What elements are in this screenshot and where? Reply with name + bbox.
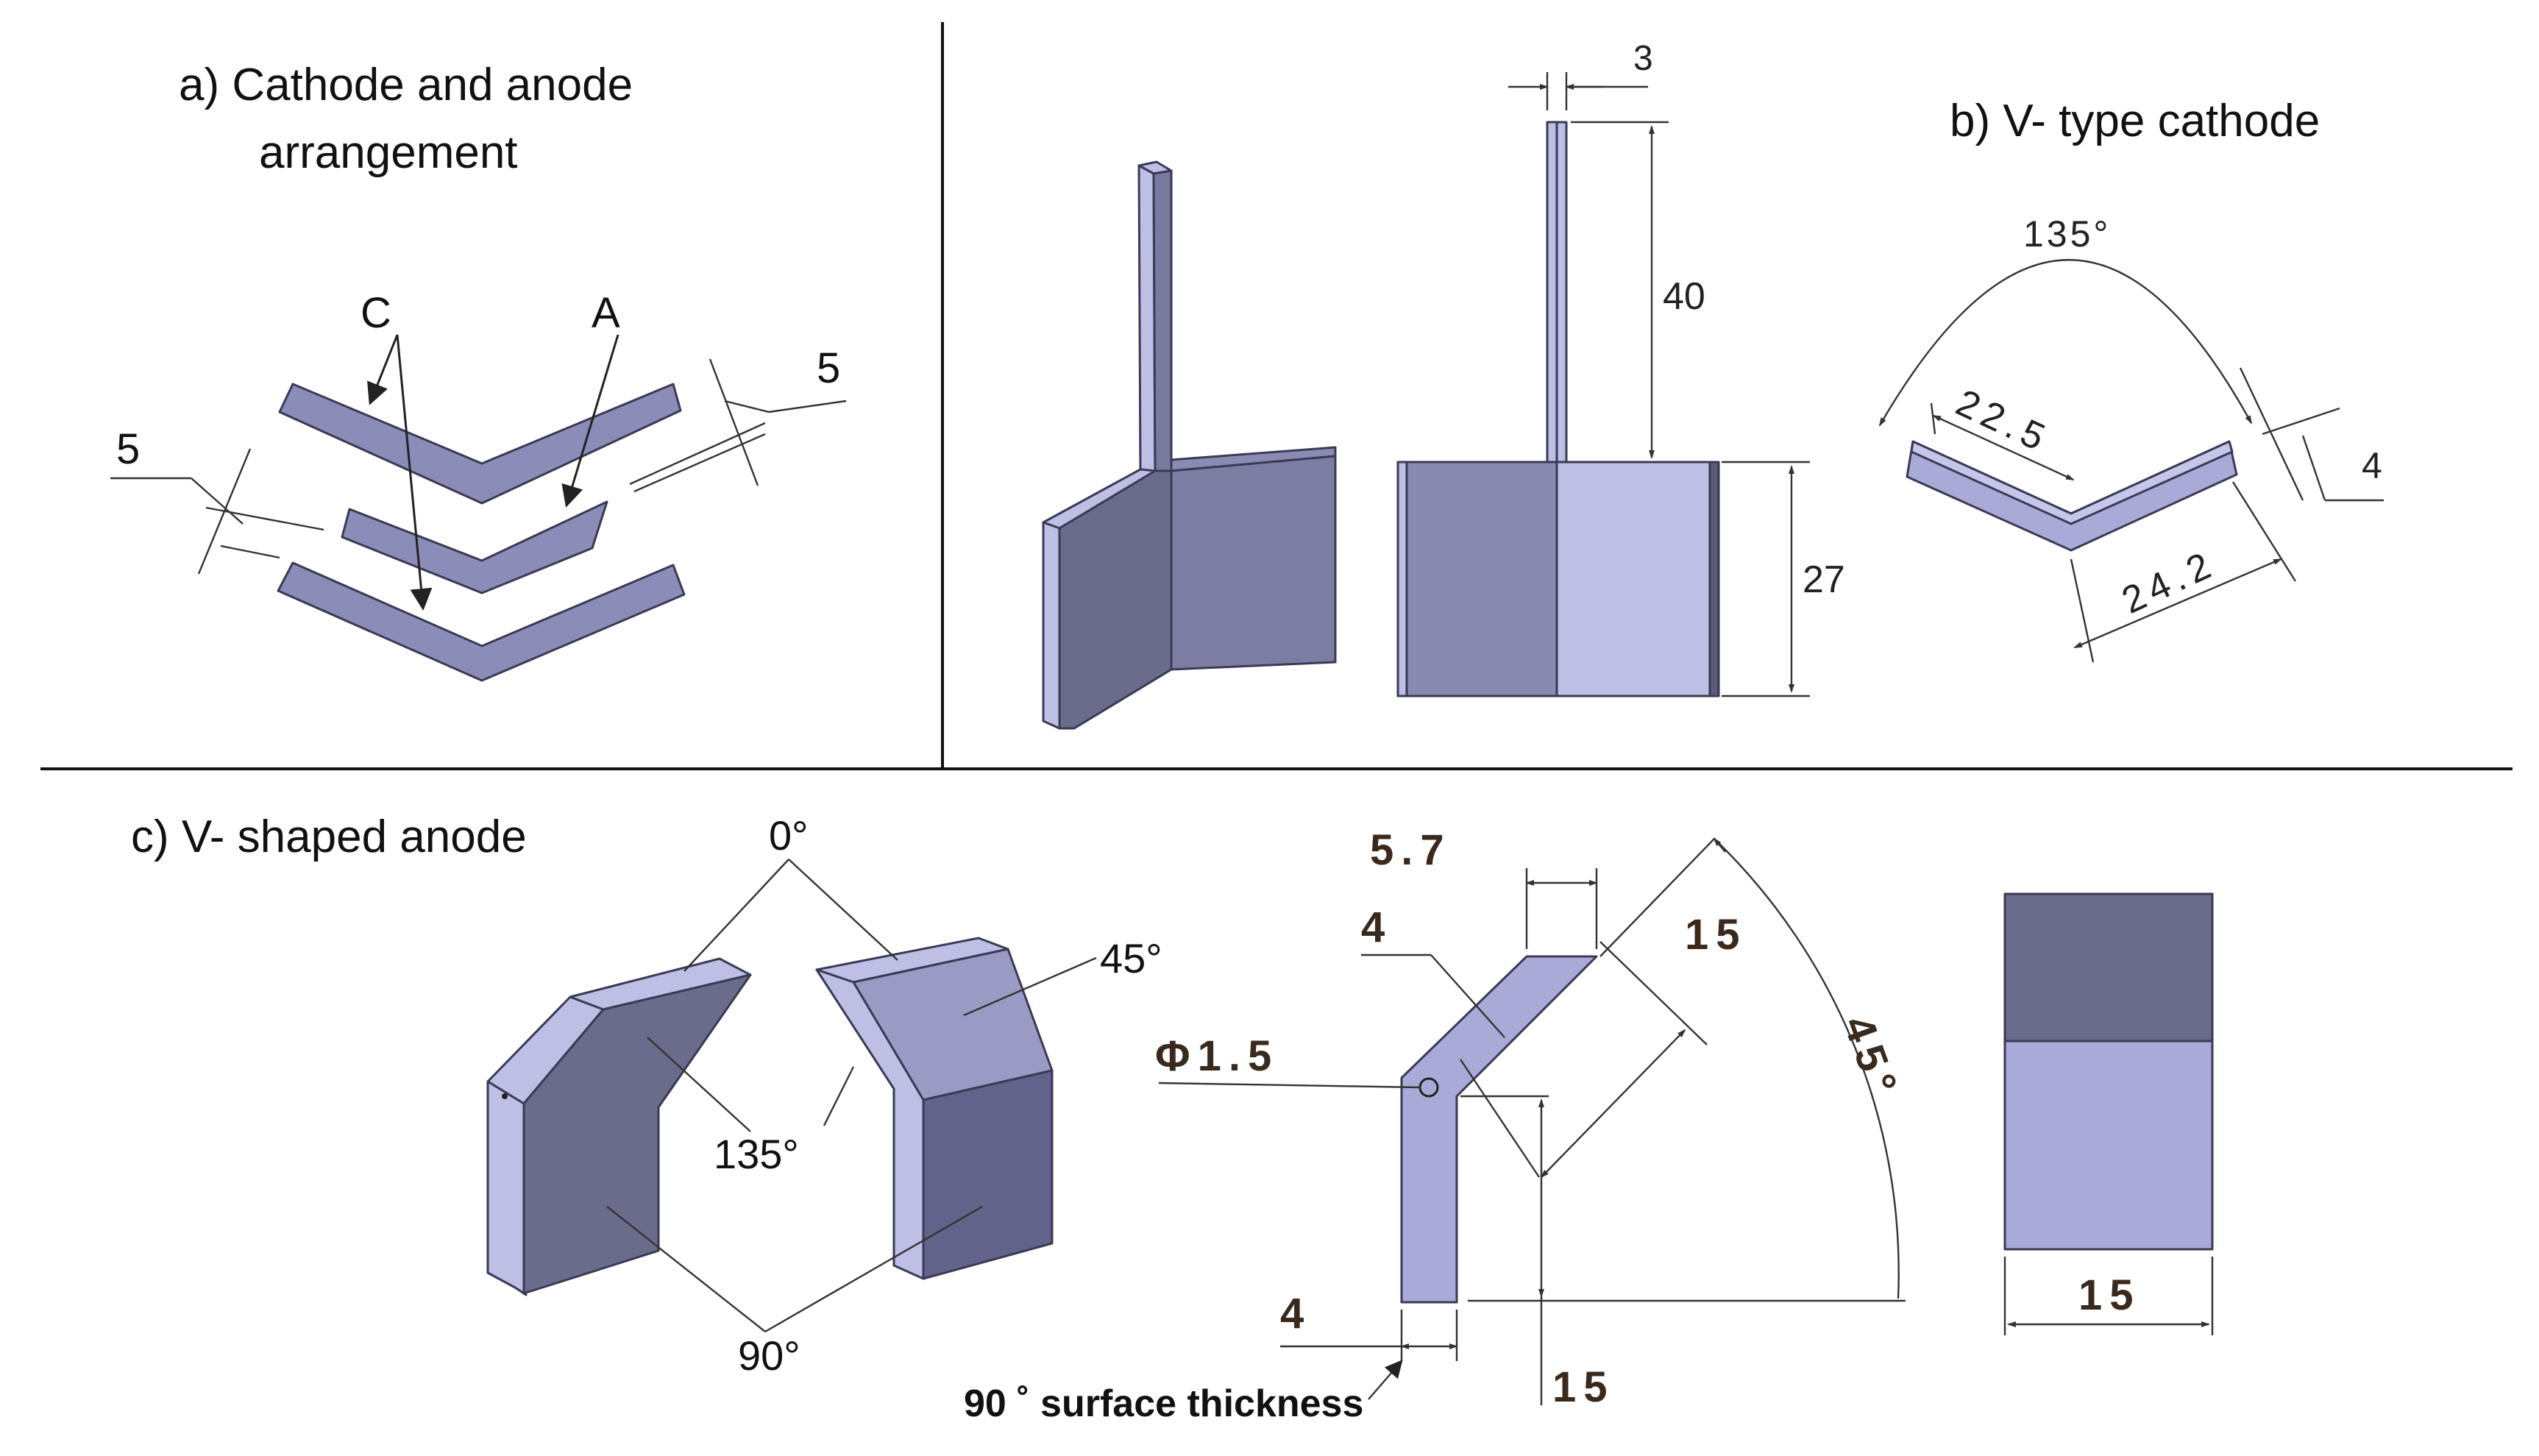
angle-0: 0°: [769, 812, 809, 859]
panel-a: a) Cathode and anode arrangement C A 5 5: [110, 60, 847, 682]
dim-c-hole: Φ1.5: [1155, 1032, 1279, 1080]
v-cathode-top-view: [1906, 440, 2238, 552]
panel-a-title-line2: arrangement: [259, 127, 518, 178]
dim-c-slant-thickness: 4: [1361, 903, 1385, 951]
note-surface-thickness: 90 ˚ surface thickness: [964, 1382, 1363, 1425]
anode-side-profile: [1400, 955, 1598, 1304]
anode-piece-left: [486, 957, 752, 1296]
dim-b-tab-height: 40: [1663, 275, 1705, 318]
dim-b-plate-height: 27: [1803, 558, 1845, 601]
label-cathode: C: [361, 289, 391, 337]
label-anode: A: [592, 289, 620, 337]
dim-b-inner-length: 22.5: [1950, 381, 2056, 461]
dim-c-bottom-thickness: 4: [1280, 1290, 1304, 1338]
anode-piece-right: [815, 937, 1054, 1280]
dim-c-arc-angle: 45°: [1834, 1009, 1908, 1107]
anode-front-view: [2003, 892, 2214, 1251]
dim-a-right: 5: [817, 344, 840, 392]
arrow-cathode-bottom: [396, 334, 433, 611]
angle-90: 90°: [738, 1332, 800, 1379]
dim-c-top-width: 5.7: [1370, 826, 1452, 874]
angle-135: 135°: [714, 1131, 799, 1177]
dim-c-slant-length: 15: [1685, 911, 1747, 959]
arrow-anode: [561, 334, 619, 508]
panel-b-title: b) V- type cathode: [1950, 96, 2320, 146]
cathode-bottom: [277, 561, 686, 682]
dim-b-thickness: 4: [2362, 445, 2382, 486]
dim-b-tab-width: 3: [1633, 39, 1653, 78]
cathode-front-view: [1396, 121, 1720, 697]
cathode-isometric-view: [1042, 160, 1337, 730]
arrow-cathode-top: [367, 334, 399, 405]
panel-b: b) V- type cathode 3: [1042, 39, 2384, 730]
panel-c-title: c) V- shaped anode: [131, 812, 527, 862]
panel-a-title-line1: a) Cathode and anode: [179, 60, 633, 110]
panel-c: c) V- shaped anode 0° 45° 135° 90°: [131, 812, 2214, 1425]
cathode-top: [278, 383, 682, 505]
anode-middle: [341, 500, 608, 594]
dim-a-left: 5: [116, 425, 140, 473]
dim-c-width: 15: [2078, 1271, 2141, 1319]
dim-b-angle: 135°: [2023, 213, 2111, 255]
angle-45: 45°: [1100, 935, 1162, 981]
dim-c-vertical: 15: [1552, 1363, 1615, 1411]
dim-b-outer-length: 24.2: [2116, 542, 2223, 622]
